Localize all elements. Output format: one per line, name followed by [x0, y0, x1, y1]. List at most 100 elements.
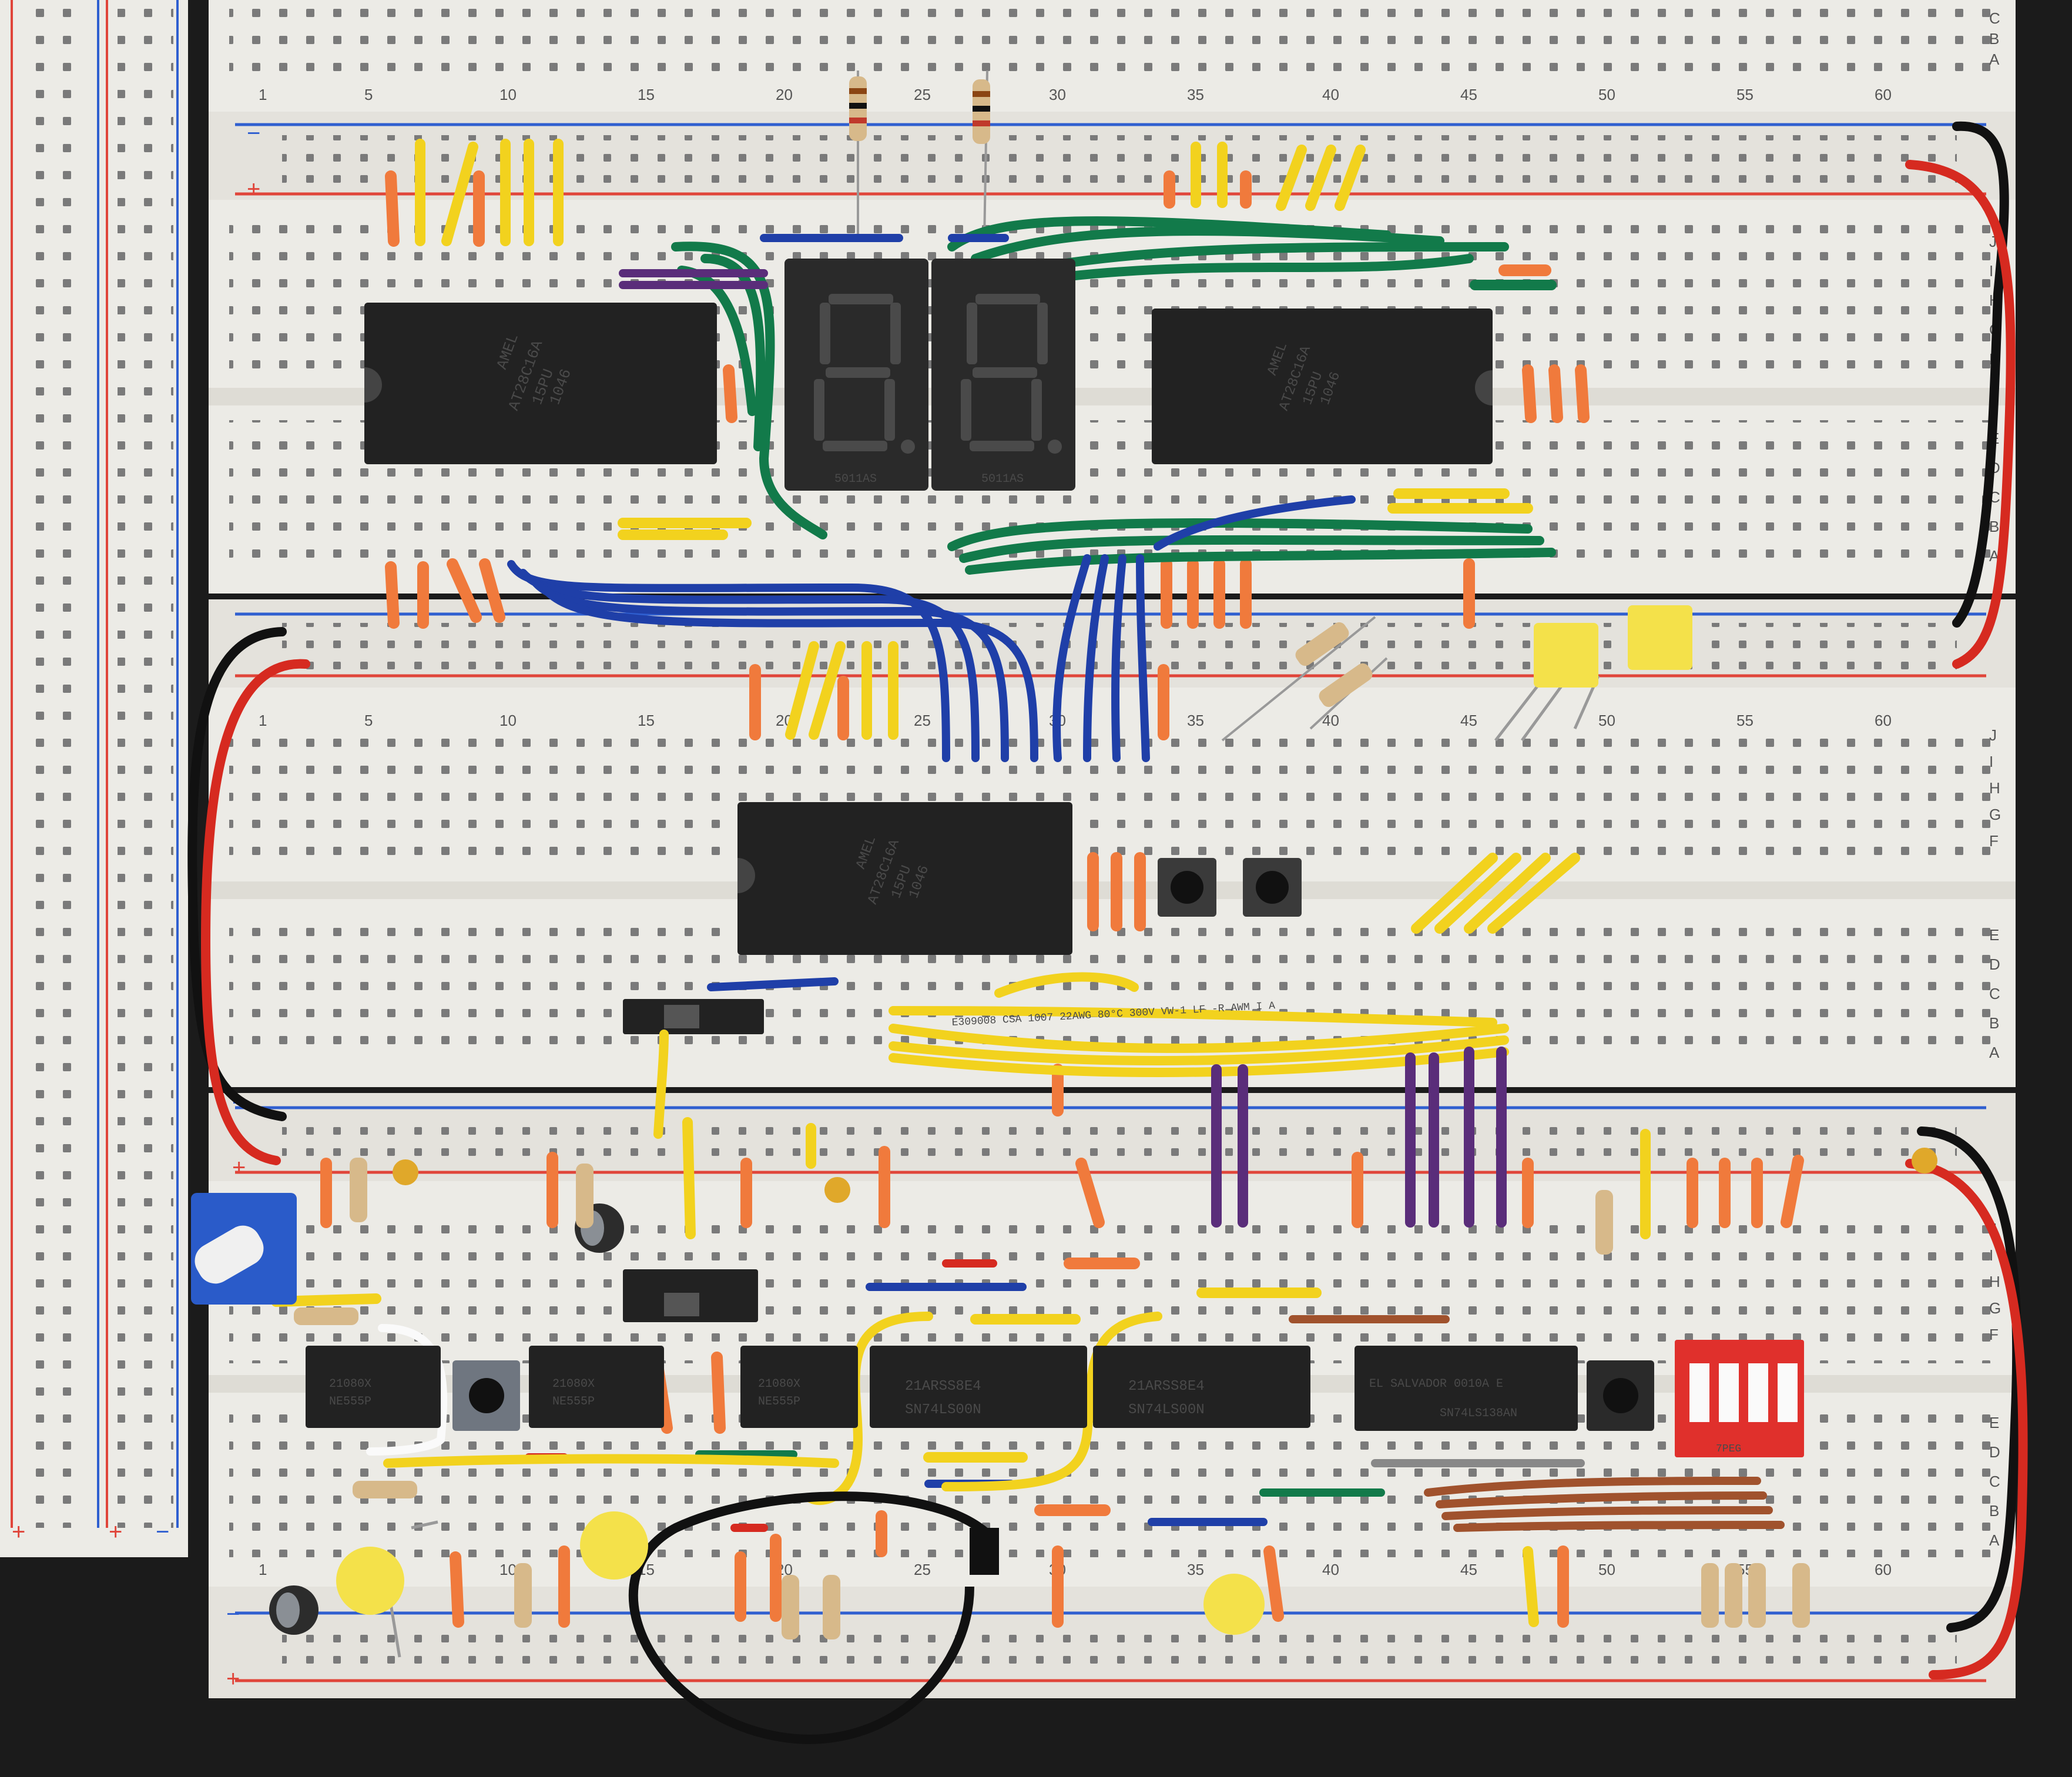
top-short-jumpers — [385, 139, 1590, 629]
col-num: 20 — [776, 86, 793, 103]
pushbutton-2[interactable] — [1243, 858, 1302, 917]
pushbutton-3[interactable] — [452, 1360, 520, 1431]
power-jumpers — [187, 121, 2028, 1679]
ceramic-capacitor — [824, 1177, 850, 1203]
potentiometer[interactable] — [189, 1193, 297, 1305]
row-letter: D — [1989, 955, 2000, 973]
top-purple-wires — [619, 269, 768, 289]
row-letter: D — [1989, 1443, 2000, 1461]
col-num: 10 — [499, 1561, 517, 1578]
col-num: 55 — [1736, 712, 1754, 729]
purple-data-wires — [1211, 1047, 1507, 1228]
black-jumper-cable — [628, 1491, 997, 1744]
col-num: 60 — [1875, 1561, 1892, 1578]
col-num: 1 — [259, 86, 267, 103]
row-letter: F — [1989, 1326, 1999, 1343]
nand-chip-1: 21ARSS8E4 SN74LS00N — [870, 1346, 1087, 1428]
col-num: 1 — [259, 712, 267, 729]
timer-chip-2: 21080X NE555P — [529, 1346, 664, 1428]
yellow-bus-wires — [653, 972, 1509, 1139]
top-rail-plus: + — [247, 176, 260, 202]
left-power-board: + + − — [0, 0, 188, 1557]
row-letter: H — [1989, 1273, 2000, 1290]
chip-text: NE555P — [758, 1395, 800, 1409]
middle-resistors — [1221, 616, 1388, 742]
bottom-rail-plus: + — [226, 1666, 240, 1692]
row-letter: A — [1989, 51, 2000, 68]
eeprom-chip-2: AMEL AT28C16A 15PU 1046 — [1152, 309, 1493, 464]
col-num: 50 — [1598, 712, 1615, 729]
row-letter: A — [1989, 1531, 2000, 1549]
top-board-col-numbers: 1 5 10 15 20 25 30 35 40 45 50 55 60 — [259, 86, 1892, 103]
chip-text: 21080X — [758, 1377, 800, 1391]
row-letter: A — [1989, 1044, 2000, 1061]
col-num: 35 — [1187, 86, 1204, 103]
col-num: 45 — [1460, 86, 1477, 103]
brown-wires — [1424, 1477, 1785, 1532]
row-letter: I — [1989, 1246, 1993, 1264]
display-resistors — [849, 70, 990, 242]
row-letter: J — [1989, 726, 1997, 744]
pushbutton-4[interactable] — [1587, 1360, 1654, 1431]
left-rail-plus: + — [12, 1519, 25, 1545]
timer-chip-1: 21080X NE555P — [306, 1346, 441, 1428]
led — [336, 1547, 404, 1615]
slide-switch-2[interactable] — [623, 1269, 758, 1322]
chip-text: SN74LS00N — [1128, 1402, 1205, 1418]
white-wire — [366, 1324, 448, 1456]
top-board: − + 1 5 10 15 20 25 30 35 40 45 50 55 60… — [209, 0, 2016, 594]
col-num: 25 — [914, 86, 931, 103]
timer-chip-3: 21080X NE555P — [740, 1346, 858, 1428]
chip-text: SN74LS138AN — [1440, 1407, 1517, 1420]
row-letter: C — [1989, 9, 2000, 27]
col-num: 40 — [1322, 1561, 1339, 1578]
chip-text: NE555P — [329, 1395, 371, 1409]
seven-segment-display-2: 5011AS — [931, 259, 1075, 491]
bottom-board-rail-plus: + — [232, 1155, 246, 1181]
col-num: 55 — [1736, 86, 1754, 103]
blue-bus-wires — [507, 495, 1356, 762]
row-letter: B — [1989, 1502, 1999, 1520]
col-num: 50 — [1598, 1561, 1615, 1578]
row-letter: E — [1989, 1414, 1999, 1431]
row-letter: E — [1989, 926, 1999, 944]
middle-short-jumpers — [707, 641, 1580, 1117]
col-num: 60 — [1875, 86, 1892, 103]
chip-text: SN74LS00N — [905, 1402, 981, 1418]
col-num: 25 — [914, 712, 931, 729]
col-num: 10 — [499, 86, 517, 103]
dip-switch[interactable]: 7PEG — [1675, 1340, 1804, 1457]
col-num: 15 — [638, 86, 655, 103]
chip-text: 21080X — [552, 1377, 595, 1391]
col-num: 30 — [1049, 86, 1066, 103]
chip-text: 21ARSS8E4 — [905, 1379, 981, 1394]
row-letter: B — [1989, 1014, 1999, 1032]
chip-text: 21080X — [329, 1377, 371, 1391]
col-num: 25 — [914, 1561, 931, 1578]
col-num: 45 — [1460, 712, 1477, 729]
led-bar-yellow — [1494, 605, 1692, 742]
row-letter: I — [1989, 262, 1993, 280]
row-letter: G — [1989, 806, 2001, 823]
row-letter: I — [1989, 753, 1993, 770]
pushbutton-1[interactable] — [1158, 858, 1216, 917]
col-num: 45 — [1460, 1561, 1477, 1578]
left-rail-minus: − — [156, 1519, 169, 1545]
seven-segment-display-1: 5011AS — [784, 259, 928, 491]
led — [580, 1511, 648, 1580]
col-num: 15 — [638, 712, 655, 729]
row-letter: H — [1989, 779, 2000, 797]
chip-text: EL SALVADOR 0010A E — [1369, 1377, 1503, 1391]
led — [1203, 1574, 1265, 1635]
slide-switch-1[interactable] — [623, 999, 764, 1034]
display-label: 5011AS — [834, 472, 877, 486]
bottom-rail-minus: − — [226, 1601, 240, 1627]
col-num: 10 — [499, 712, 517, 729]
col-num: 40 — [1322, 86, 1339, 103]
row-letter: F — [1989, 832, 1999, 850]
row-letter: C — [1989, 985, 2000, 1003]
chip-text: NE555P — [552, 1395, 595, 1409]
col-num: 5 — [364, 86, 373, 103]
jumper-connector — [970, 1528, 999, 1575]
